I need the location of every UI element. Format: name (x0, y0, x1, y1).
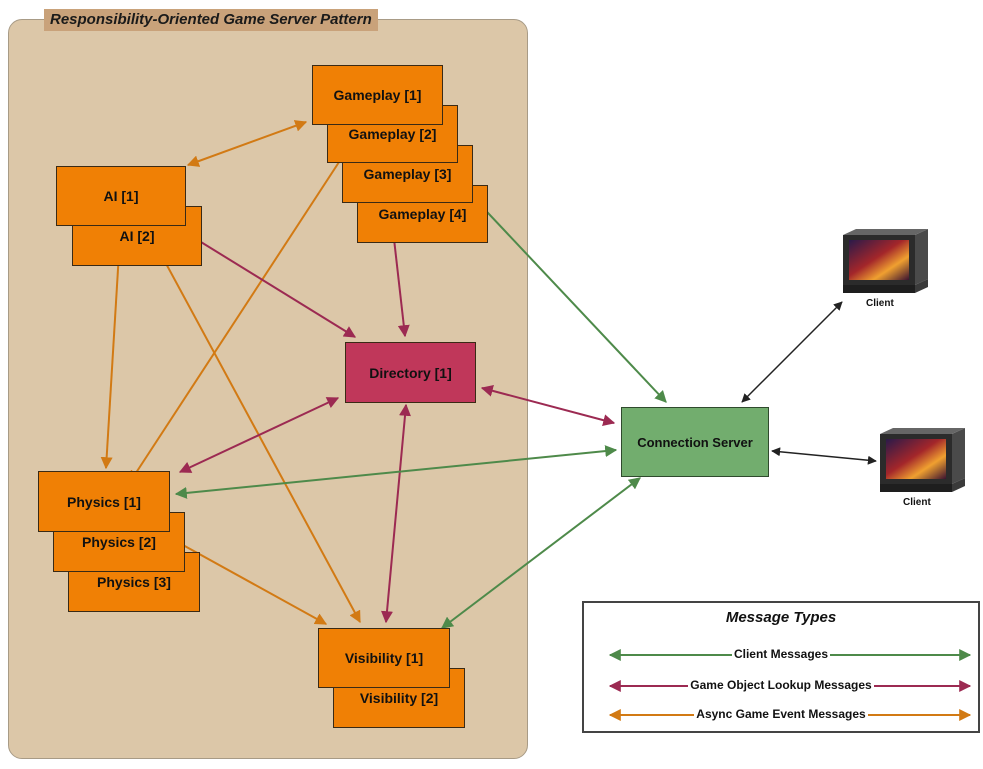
diagram-title: Responsibility-Oriented Game Server Patt… (44, 9, 378, 31)
async-arrow-physics-visibility (161, 533, 328, 625)
client-label-top: Client (866, 298, 894, 309)
lookup-arrow-directory-visibility (381, 403, 411, 624)
legend-label-async: Async Game Event Messages (694, 707, 868, 721)
node-ai-1: AI [1] (56, 166, 186, 226)
node-visibility-1: Visibility [1] (318, 628, 450, 688)
legend-title: Message Types (725, 609, 837, 626)
computer-monitor-icon (880, 428, 965, 492)
legend-label-lookup: Game Object Lookup Messages (688, 678, 874, 692)
legend-label-client: Client Messages (731, 647, 831, 661)
computer-monitor-icon (843, 229, 928, 293)
node-gameplay-1: Gameplay [1] (312, 65, 443, 125)
node-directory: Directory [1] (345, 342, 476, 403)
node-physics-1: Physics [1] (38, 471, 170, 532)
async-arrow-ai-physics (100, 234, 126, 470)
client-label-bottom: Client (903, 497, 931, 508)
client-link-top (741, 301, 843, 403)
client-link-bottom (771, 447, 877, 465)
client-arrow-physics-connection (174, 445, 618, 499)
legend-box: Message Types Client Messages Game Objec… (582, 601, 980, 733)
node-connection-server: Connection Server (621, 407, 769, 477)
lookup-arrow-ai-directory (173, 225, 357, 338)
client-arrow-visibility-connection (441, 477, 641, 629)
